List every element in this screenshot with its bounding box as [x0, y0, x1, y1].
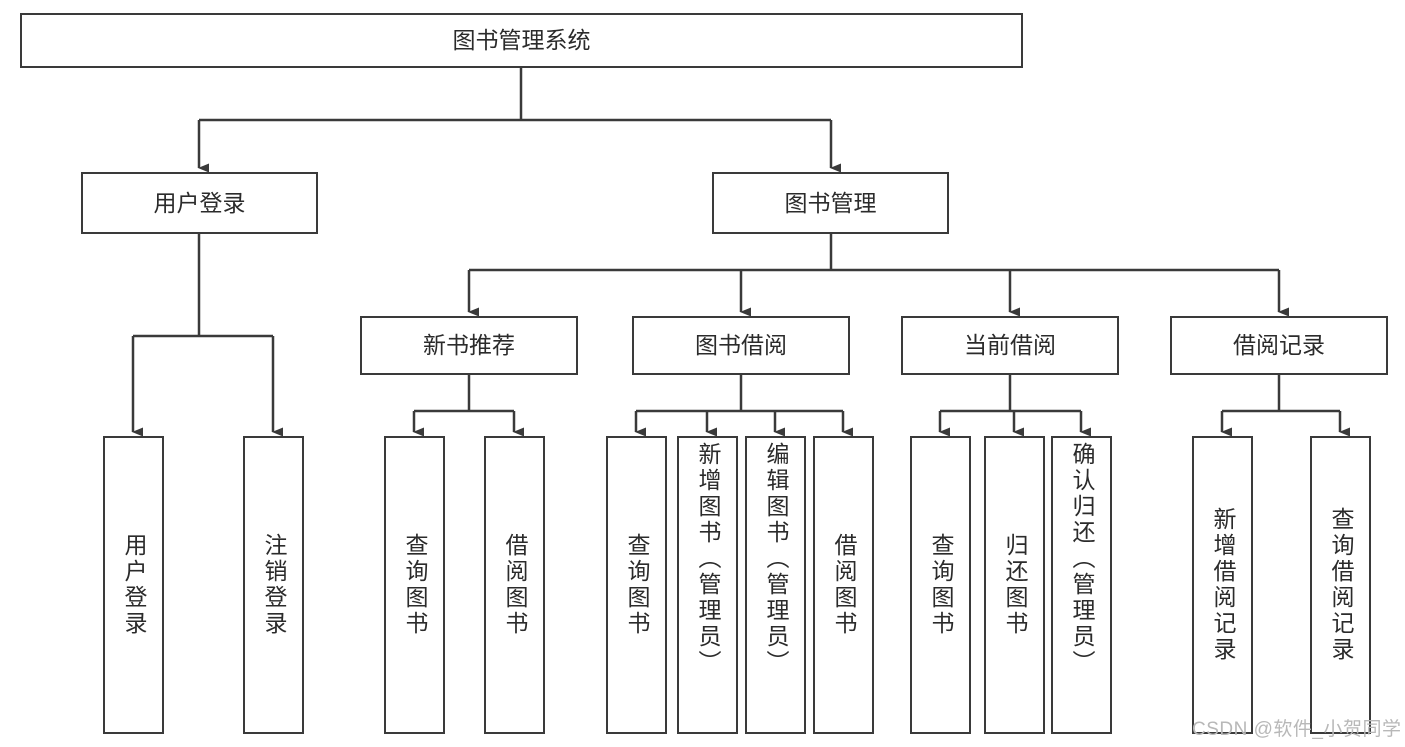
- leaf-add-record[interactable]: 新增借阅记录: [1192, 436, 1253, 734]
- leaf-logout[interactable]: 注销登录: [243, 436, 304, 734]
- leaf-edit-book[interactable]: 编辑图书（管理员）: [745, 436, 806, 734]
- node-book-management[interactable]: 图书管理: [712, 172, 949, 234]
- leaf-query-book-1[interactable]: 查询图书: [384, 436, 445, 734]
- node-current-borrowing[interactable]: 当前借阅: [901, 316, 1119, 375]
- leaf-label: 注销登录: [261, 533, 287, 637]
- node-user-login[interactable]: 用户登录: [81, 172, 318, 234]
- node-borrowing-record[interactable]: 借阅记录: [1170, 316, 1388, 375]
- leaf-label: 借阅图书: [502, 533, 528, 637]
- leaf-label: 编辑图书（管理员）: [763, 442, 789, 676]
- leaf-label: 查询图书: [928, 533, 954, 637]
- leaf-borrow-book-1[interactable]: 借阅图书: [484, 436, 545, 734]
- csdn-watermark: CSDN @软件_小贺同学: [1192, 719, 1402, 740]
- leaf-label: 查询图书: [624, 533, 650, 637]
- leaf-borrow-book-2[interactable]: 借阅图书: [813, 436, 874, 734]
- leaf-user-login[interactable]: 用户登录: [103, 436, 164, 734]
- node-root-system[interactable]: 图书管理系统: [20, 13, 1023, 68]
- leaf-label: 新增图书（管理员）: [695, 442, 721, 676]
- leaf-label: 借阅图书: [831, 533, 857, 637]
- leaf-label: 用户登录: [121, 533, 147, 637]
- leaf-query-book-3[interactable]: 查询图书: [910, 436, 971, 734]
- leaf-label: 新增借阅记录: [1210, 507, 1236, 663]
- leaf-return-book[interactable]: 归还图书: [984, 436, 1045, 734]
- leaf-query-record[interactable]: 查询借阅记录: [1310, 436, 1371, 734]
- leaf-label: 查询借阅记录: [1328, 507, 1354, 663]
- leaf-confirm-return[interactable]: 确认归还（管理员）: [1051, 436, 1112, 734]
- leaf-label: 归还图书: [1002, 533, 1028, 637]
- node-new-book-recommendation[interactable]: 新书推荐: [360, 316, 578, 375]
- node-book-borrowing[interactable]: 图书借阅: [632, 316, 850, 375]
- leaf-label: 查询图书: [402, 533, 428, 637]
- leaf-add-book[interactable]: 新增图书（管理员）: [677, 436, 738, 734]
- leaf-label: 确认归还（管理员）: [1069, 442, 1095, 676]
- leaf-query-book-2[interactable]: 查询图书: [606, 436, 667, 734]
